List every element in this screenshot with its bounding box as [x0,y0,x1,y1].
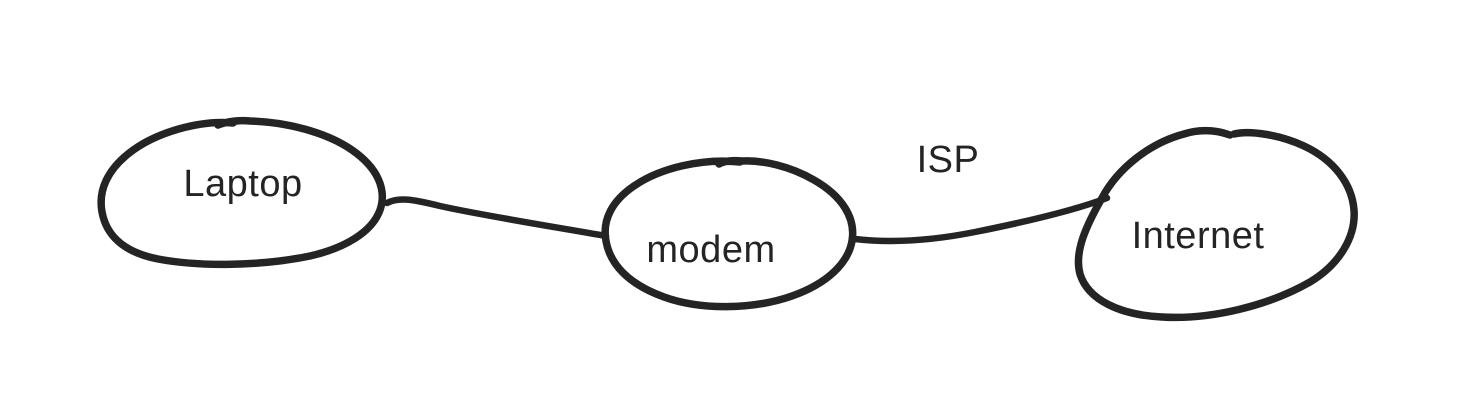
node-modem-ellipse[interactable] [601,156,857,311]
node-modem-label[interactable]: modem [646,229,775,271]
edge-modem-internet[interactable] [851,194,1111,245]
node-laptop-ellipse[interactable] [97,116,387,269]
node-internet-ellipse[interactable] [1074,127,1358,322]
node-internet-label[interactable]: Internet [1132,215,1265,257]
node-laptop-label[interactable]: Laptop [183,163,302,205]
edge-laptop-modem[interactable] [383,196,610,240]
edge-isp-label[interactable]: ISP [917,139,980,181]
